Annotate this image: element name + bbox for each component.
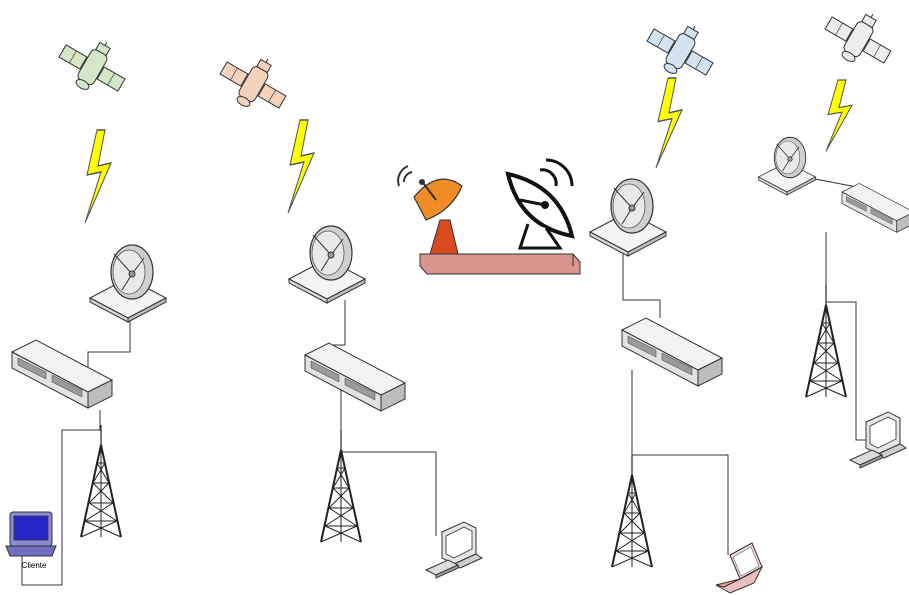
network-switch-icon bbox=[304, 342, 406, 412]
network-switch-icon bbox=[621, 317, 723, 387]
laptop-icon bbox=[715, 542, 763, 594]
satellite-icon bbox=[816, 0, 903, 78]
desktop-computer-icon bbox=[425, 521, 483, 579]
satellite-icon bbox=[50, 24, 137, 106]
lightning-bolt-icon bbox=[655, 77, 683, 169]
ground-station-icon bbox=[397, 158, 584, 275]
satellite-dish-icon bbox=[589, 178, 667, 257]
satellite-icon bbox=[638, 8, 725, 90]
radio-tower-icon bbox=[320, 429, 362, 543]
desktop-computer-icon bbox=[5, 511, 57, 557]
satellite-icon bbox=[211, 41, 298, 123]
radio-tower-icon bbox=[80, 424, 122, 538]
network-switch-icon bbox=[841, 183, 909, 233]
connection-lines bbox=[21, 177, 866, 586]
lightning-bolt-icon bbox=[84, 129, 112, 224]
radio-tower-icon bbox=[611, 454, 653, 568]
lightning-bolt-icon bbox=[825, 79, 853, 152]
satellite-dish-icon bbox=[288, 225, 366, 304]
client-label: Cliente bbox=[21, 561, 47, 570]
satellite-dish-icon bbox=[758, 136, 816, 196]
network-switch-icon bbox=[11, 339, 113, 409]
satellite-dish-icon bbox=[89, 244, 167, 323]
lightning-bolt-icon bbox=[287, 119, 315, 214]
